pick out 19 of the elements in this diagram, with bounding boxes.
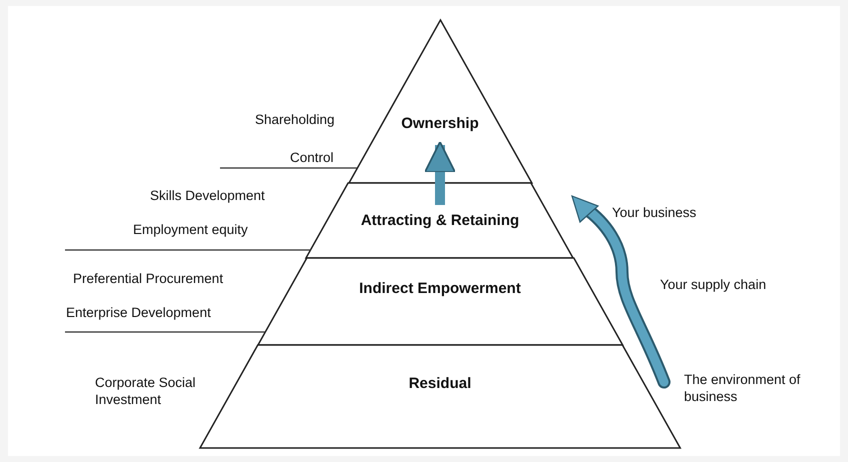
pyramid-tier <box>258 258 622 345</box>
side-label: Your supply chain <box>660 277 766 294</box>
side-label: Your business <box>612 205 696 222</box>
tier-label: Residual <box>408 375 472 392</box>
tier-item-label: Corporate Social Investment <box>95 375 197 409</box>
pyramid-apex <box>348 20 532 183</box>
tier-item-label: Preferential Procurement <box>73 271 224 288</box>
up-arrow <box>424 141 456 205</box>
pyramid-tier <box>200 345 680 448</box>
tier-label: Ownership <box>400 115 480 132</box>
pyramid-tier <box>306 183 574 258</box>
tier-item-label: Employment equity <box>133 222 248 239</box>
side-label: The environment of business <box>684 372 802 406</box>
tier-item-label: Skills Development <box>150 188 265 205</box>
tier-item-label: Shareholding <box>255 112 335 129</box>
tier-label: Attracting & Retaining <box>360 212 520 229</box>
tier-label: Indirect Empowerment <box>358 280 522 297</box>
tier-item-label: Control <box>290 150 334 167</box>
tier-item-label: Enterprise Development <box>66 305 211 322</box>
